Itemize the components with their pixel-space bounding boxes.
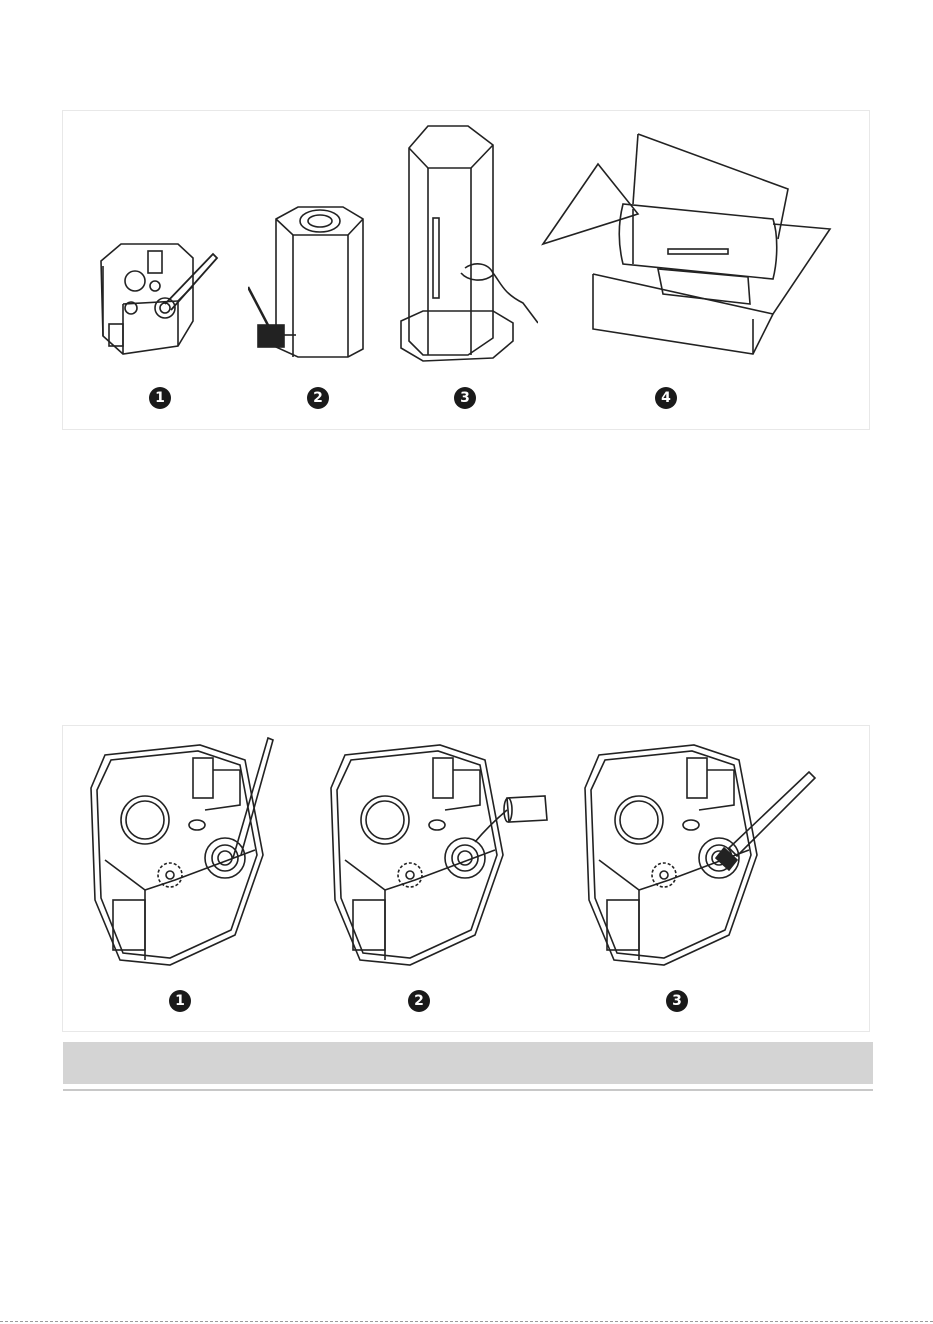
water-tank-brush-illustration (248, 199, 388, 364)
top-illustration-panel: 1 2 3 4 (62, 110, 870, 430)
section-heading-bar (63, 1042, 873, 1084)
bottom-illustration-panel: 1 2 3 (62, 725, 870, 1032)
step-badge-1: 1 (169, 990, 191, 1012)
step-badge-2: 2 (408, 990, 430, 1012)
tank-wiping-illustration (393, 123, 538, 363)
base-pouring-illustration (325, 730, 565, 970)
step-badge-4: 4 (655, 387, 677, 409)
base-dropper-illustration (85, 730, 285, 970)
unit-in-box-illustration (538, 129, 838, 364)
page-edge-dotted-line (0, 1321, 933, 1322)
base-brush-illustration (579, 730, 819, 970)
step-badge-3: 3 (666, 990, 688, 1012)
divider (63, 1089, 873, 1091)
step-badge-2: 2 (307, 387, 329, 409)
base-cleaning-brush-illustration (93, 236, 233, 361)
step-badge-3: 3 (454, 387, 476, 409)
step-badge-1: 1 (149, 387, 171, 409)
